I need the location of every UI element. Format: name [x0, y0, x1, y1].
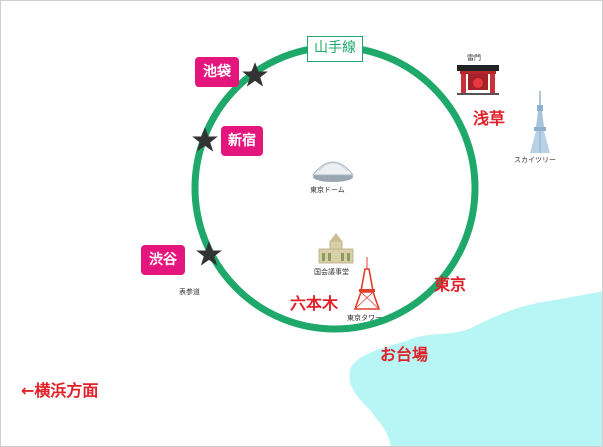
area-odaiba: お台場 [380, 345, 429, 364]
skytree-icon [530, 91, 550, 153]
tokyo-tower-icon [353, 257, 381, 310]
landmark-kaminarimon: 雷門 [467, 54, 481, 62]
star-icon [192, 127, 218, 152]
landmark-skytree: スカイツリー [514, 156, 556, 164]
area-asakusa: 浅草 [473, 109, 506, 128]
landmark-omotesando: 表参道 [179, 288, 200, 296]
kaminarimon-gate-icon [457, 65, 499, 95]
landmark-tokyo-tower: 東京タワー [347, 314, 382, 322]
station-shibuya[interactable]: 渋谷 [141, 245, 185, 275]
landmark-diet: 国会議事堂 [314, 268, 349, 276]
tokyo-dome-icon [311, 161, 355, 182]
station-ikebukuro[interactable]: 池袋 [195, 57, 239, 87]
area-tokyo: 東京 [434, 275, 467, 294]
station-shinjuku[interactable]: 新宿 [221, 126, 263, 156]
line-name-label: 山手線 [307, 36, 363, 62]
area-roppongi: 六本木 [290, 294, 339, 313]
landmark-tokyo-dome: 東京ドーム [310, 186, 345, 194]
tokyo-bay-water [349, 291, 602, 446]
direction-yokohama: ←横浜方面 [21, 381, 99, 400]
star-icon [242, 62, 268, 87]
star-icon [196, 241, 222, 266]
diet-building-icon [318, 233, 354, 264]
